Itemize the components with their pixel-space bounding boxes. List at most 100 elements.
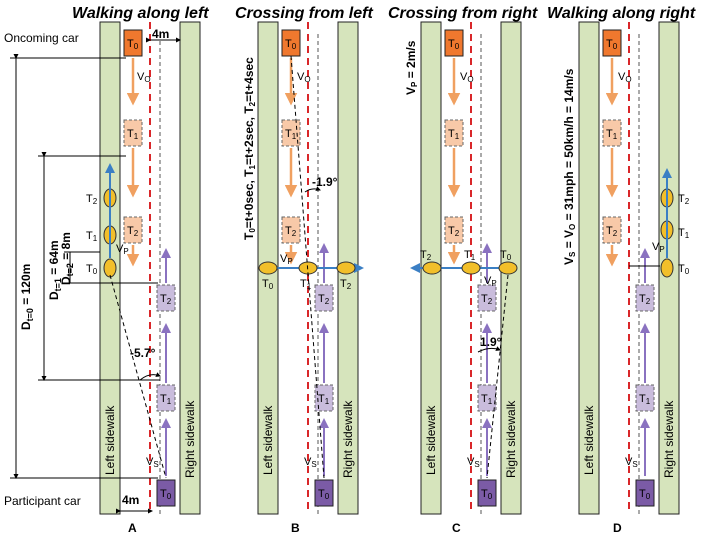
left-sidewalk-label: Left sidewalk <box>261 405 275 475</box>
pedestrian-t0 <box>498 261 518 275</box>
pedestrian-t1-label: T1 <box>300 278 312 291</box>
speed-equation: VS = VO = 31mph = 50km/h = 14m/s <box>562 68 577 265</box>
pedestrian-t1 <box>461 261 481 275</box>
participant-car-t2 <box>477 284 497 312</box>
left-sidewalk-label: Left sidewalk <box>424 405 438 475</box>
participant-car-t1 <box>156 384 176 412</box>
participant-speed-label: VS <box>304 456 317 469</box>
timing-label: T0=t+0sec, T1=t+2sec, T2=t+4sec <box>242 57 257 240</box>
pedestrian-t2-label: T2 <box>678 193 690 206</box>
pedestrian-t0 <box>103 258 117 278</box>
oncoming-car-t2 <box>123 216 143 244</box>
pedestrian-t2 <box>422 261 442 275</box>
dist-label-t2: Dt=2 = 8m <box>59 232 75 285</box>
left-sidewalk-label: Left sidewalk <box>582 405 596 475</box>
panel-title-c: Crossing from right <box>388 5 538 22</box>
participant-speed-label: VS <box>467 456 480 469</box>
participant-car-t2-label: T2 <box>639 293 651 306</box>
participant-car-t0 <box>156 479 176 507</box>
participant-car-t1 <box>314 384 334 412</box>
panel-letter-d: D <box>613 521 622 535</box>
panel-c: Left sidewalk Right sidewalk T0 VO T1 T2… <box>404 21 522 515</box>
angle-arc-b <box>304 186 321 193</box>
oncoming-car-t1 <box>281 119 301 147</box>
panel-title-d: Walking along right <box>547 5 696 22</box>
pedestrian-speed-label: VP <box>652 241 665 254</box>
pedestrian-t1-label: T1 <box>86 230 98 243</box>
right-sidewalk-label: Right sidewalk <box>662 400 676 478</box>
participant-car-t0 <box>477 479 497 507</box>
oncoming-car-t2 <box>602 216 622 244</box>
oncoming-car-t1-label: T1 <box>285 128 297 141</box>
lane-width-label-bottom: 4m <box>122 493 139 507</box>
oncoming-car-t2-label: T2 <box>448 225 460 238</box>
participant-speed-label: VS <box>625 456 638 469</box>
participant-car-t2 <box>635 284 655 312</box>
pedestrian-t2-label: T2 <box>420 249 432 262</box>
pedestrian-speed-value: VP = 2m/s <box>404 40 419 95</box>
panel-letter-b: B <box>291 521 300 535</box>
sight-line <box>290 55 325 479</box>
participant-car-t0 <box>314 479 334 507</box>
oncoming-car-t0-label: T0 <box>606 38 618 51</box>
oncoming-speed-label: VO <box>618 71 632 84</box>
oncoming-car-t2-label: T2 <box>127 225 139 238</box>
participant-car-t2 <box>314 284 334 312</box>
pedestrian-speed-label: VP <box>484 275 497 288</box>
panel-letter-c: C <box>452 521 461 535</box>
pedestrian-t2-label: T2 <box>340 278 352 291</box>
participant-car-t1-label: T1 <box>160 393 172 406</box>
participant-car-t2-label: T2 <box>318 293 330 306</box>
participant-car-t1 <box>635 384 655 412</box>
oncoming-car-t1-label: T1 <box>127 128 139 141</box>
panel-title-b: Crossing from left <box>235 5 373 22</box>
right-sidewalk-label: Right sidewalk <box>504 400 518 478</box>
participant-car-t1-label: T1 <box>639 393 651 406</box>
pedestrian-t2 <box>336 261 356 275</box>
oncoming-car-t0 <box>444 29 464 57</box>
sight-line <box>486 274 509 479</box>
participant-car-t0-label: T0 <box>639 488 651 501</box>
angle-arc-c <box>477 346 501 353</box>
pedestrian-speed-label: VP <box>116 243 129 256</box>
oncoming-speed-label: VO <box>460 71 474 84</box>
pedestrian-t1-label: T1 <box>464 249 476 262</box>
pedestrian-t0 <box>258 261 278 275</box>
panel-a: Left sidewalk Right sidewalk 4m 4m T0 VO… <box>10 21 201 515</box>
oncoming-car-t1 <box>123 119 143 147</box>
oncoming-car-t1-label: T1 <box>606 128 618 141</box>
participant-car-t1-label: T1 <box>481 393 493 406</box>
participant-car-t0-label: T0 <box>481 488 493 501</box>
participant-car-t1-label: T1 <box>318 393 330 406</box>
panel-b: Left sidewalk Right sidewalk T0 VO T1 T2… <box>242 21 364 515</box>
angle-label-a: -5.7° <box>130 346 156 360</box>
participant-car-t2 <box>156 284 176 312</box>
pedestrian-t0-label: T0 <box>86 263 98 276</box>
pedestrian-t0 <box>660 258 674 278</box>
oncoming-car-label: Oncoming car <box>4 31 79 45</box>
left-sidewalk <box>578 21 600 515</box>
right-sidewalk-label: Right sidewalk <box>183 400 197 478</box>
oncoming-car-t2 <box>281 216 301 244</box>
dist-label-t0: Dt=0 = 120m <box>19 264 35 330</box>
pedestrian-t0-label: T0 <box>262 278 274 291</box>
panel-title-a: Walking along left <box>72 5 209 22</box>
oncoming-car-t0-label: T0 <box>127 38 139 51</box>
pedestrian-t0-label: T0 <box>500 249 512 262</box>
oncoming-car-t2 <box>444 216 464 244</box>
oncoming-speed-label: VO <box>137 71 151 84</box>
oncoming-speed-label: VO <box>297 71 311 84</box>
participant-car-label: Participant car <box>4 494 81 508</box>
oncoming-car-t1 <box>602 119 622 147</box>
sight-line <box>109 274 167 479</box>
right-sidewalk <box>179 21 201 515</box>
participant-car-t1 <box>477 384 497 412</box>
right-sidewalk-label: Right sidewalk <box>341 400 355 478</box>
participant-car-t0 <box>635 479 655 507</box>
lane-width-label-top: 4m <box>152 27 169 41</box>
oncoming-car-t0-label: T0 <box>285 38 297 51</box>
participant-car-t2-label: T2 <box>160 293 172 306</box>
participant-car-t0-label: T0 <box>318 488 330 501</box>
participant-car-t2-label: T2 <box>481 293 493 306</box>
